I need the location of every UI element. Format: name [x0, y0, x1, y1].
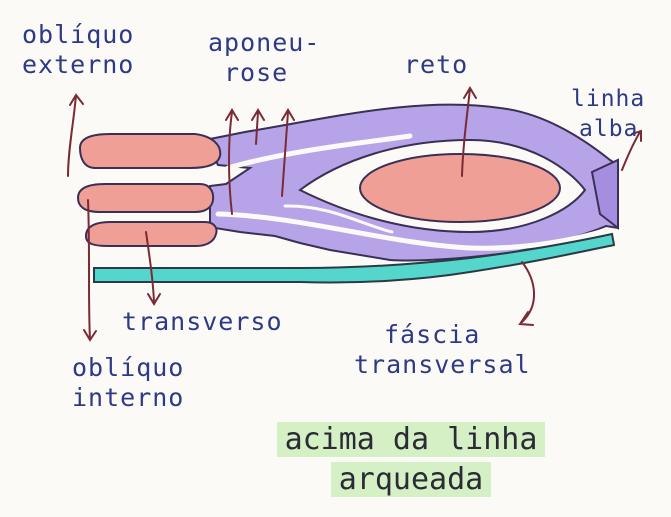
- internal-oblique-muscle: [76, 183, 215, 213]
- aponeurosis-gap-upper: [225, 133, 413, 171]
- label-aponeurose-line1: aponeu-: [208, 28, 321, 57]
- label-obliquo-externo-line1: oblíquo: [22, 20, 135, 49]
- aponeurosis-gap-mid: [283, 204, 394, 234]
- arrow-obliquo-interno: [83, 199, 97, 342]
- label-fascia-transversal-line2: transversal: [354, 350, 531, 379]
- label-fascia-transversal: fáscia transversal: [354, 320, 531, 380]
- arrow-transverso: [145, 231, 161, 306]
- arrow-obliquo-externo: [67, 93, 84, 177]
- label-transverso: transverso: [122, 307, 283, 336]
- aponeurosis-gap-lower: [215, 211, 607, 251]
- caption-line1: acima da linha: [250, 420, 572, 460]
- external-oblique-muscle: [78, 133, 222, 169]
- transversus-muscle: [84, 221, 218, 247]
- label-aponeurose: aponeu- rose: [208, 28, 320, 88]
- caption-line2: arqueada: [250, 460, 572, 500]
- label-linha-alba-line1: linha: [571, 86, 646, 112]
- label-aponeurose-line2: rose: [224, 58, 289, 87]
- transversalis-fascia: [93, 232, 616, 284]
- arrow-aponeurose-3: [281, 108, 295, 197]
- linea-alba-shape: [590, 158, 619, 231]
- label-reto: reto: [404, 50, 469, 79]
- label-obliquo-interno: oblíquo interno: [72, 353, 184, 413]
- caption: acima da linha arqueada: [250, 420, 572, 500]
- label-obliquo-externo: oblíquo externo: [22, 20, 134, 80]
- label-linha-alba-line2: alba: [579, 116, 639, 142]
- arrow-linha-alba: [621, 129, 642, 171]
- caption-line1-text: acima da linha: [276, 422, 546, 457]
- arrow-aponeurose-2: [251, 108, 265, 145]
- label-obliquo-externo-line2: externo: [22, 50, 135, 79]
- arrow-reto: [461, 86, 477, 177]
- label-obliquo-interno-line2: interno: [72, 383, 185, 412]
- label-linha-alba: linha alba: [571, 84, 645, 144]
- label-arrows: [67, 86, 642, 342]
- label-obliquo-interno-line1: oblíquo: [72, 353, 185, 382]
- rectus-muscle: [359, 153, 561, 223]
- label-fascia-transversal-line1: fáscia: [384, 320, 481, 349]
- arrow-fascia-transversal: [518, 261, 536, 326]
- caption-line2-text: arqueada: [330, 462, 492, 497]
- arrow-aponeurose-1: [225, 108, 239, 215]
